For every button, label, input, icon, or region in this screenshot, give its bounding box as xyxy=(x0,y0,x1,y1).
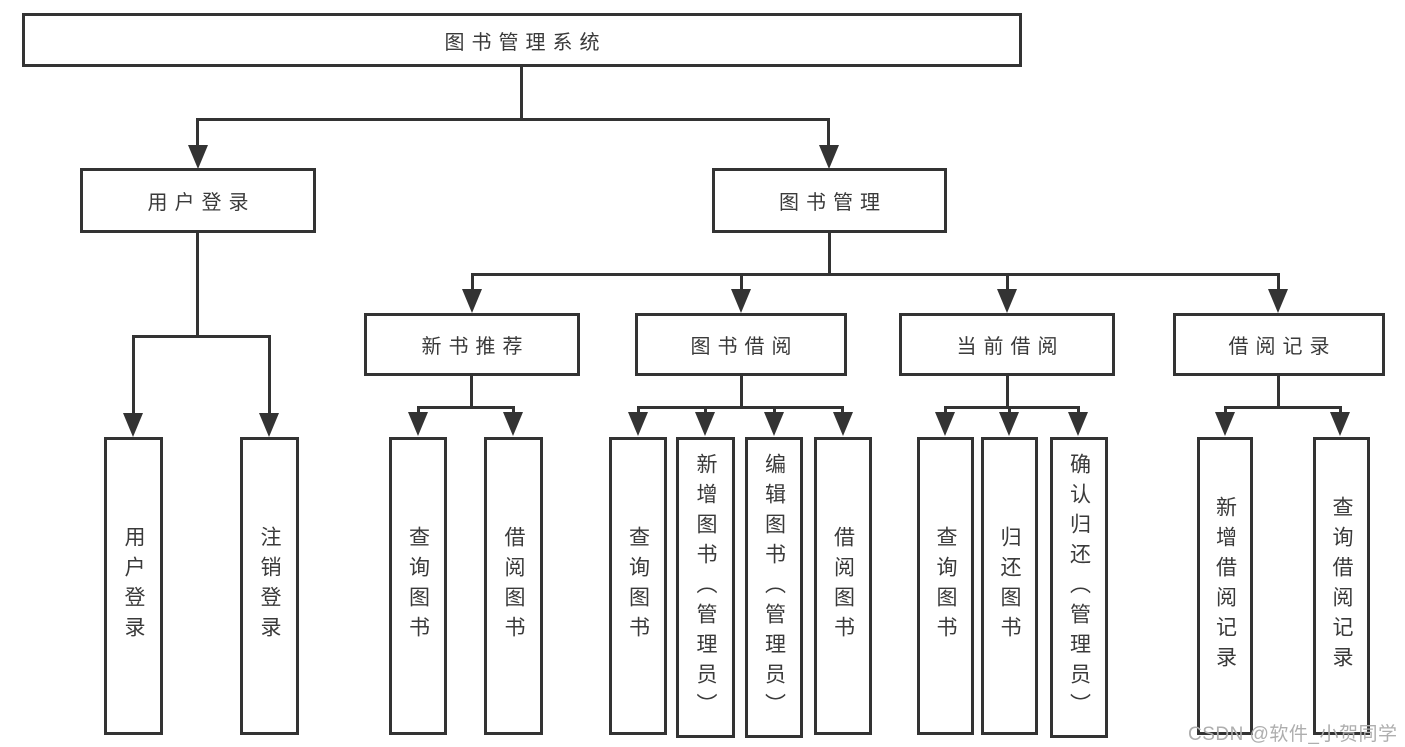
connector-root-stem xyxy=(520,67,523,118)
connector-level2-stub-right xyxy=(827,118,830,148)
connector-current-stub-1 xyxy=(944,406,947,414)
node-add-borrow-record: 新增借阅记录 xyxy=(1197,437,1253,735)
node-add-book-admin: 新增图书（管理员） xyxy=(676,437,735,738)
arrowhead-edit-book xyxy=(764,412,784,436)
node-query-borrow-record: 查询借阅记录 xyxy=(1313,437,1370,735)
node-label: 图书管理 xyxy=(779,192,887,214)
arrowhead-add-borrow-record xyxy=(1215,412,1235,436)
connector-login-stub-2 xyxy=(268,335,271,413)
node-query-books-recommend: 查询图书 xyxy=(389,437,447,735)
csdn-watermark: CSDN @软件_小贺同学 xyxy=(1188,724,1398,745)
node-borrow-books-recommend: 借阅图书 xyxy=(484,437,543,735)
arrowhead-borrowing-records xyxy=(1268,289,1288,313)
connector-records-stub-1 xyxy=(1224,406,1227,414)
node-label: 借阅记录 xyxy=(1228,336,1337,358)
connector-recommend-stub-2 xyxy=(512,406,515,414)
node-label: 查询借阅记录 xyxy=(1330,496,1353,676)
node-new-book-recommendation: 新书推荐 xyxy=(364,313,580,376)
node-book-borrowing: 图书借阅 xyxy=(635,313,847,376)
arrowhead-query-borrow-record xyxy=(1330,412,1350,436)
node-label: 新书推荐 xyxy=(421,336,530,358)
arrowhead-return-book xyxy=(999,412,1019,436)
connector-level3-branch xyxy=(471,273,1279,276)
node-label: 新增图书（管理员） xyxy=(694,452,717,723)
node-label: 确认归还（管理员） xyxy=(1067,452,1091,723)
node-borrowing-records: 借阅记录 xyxy=(1173,313,1385,376)
node-label: 归还图书 xyxy=(998,526,1021,646)
node-book-management: 图书管理 xyxy=(712,168,947,233)
connector-current-stub-3 xyxy=(1077,406,1080,414)
connector-records-branch xyxy=(1224,406,1341,409)
arrowhead-query-books-2 xyxy=(628,412,648,436)
arrowhead-borrow-books-2 xyxy=(833,412,853,436)
connector-login-branch xyxy=(132,335,271,338)
arrowhead-logout-leaf xyxy=(259,413,279,437)
arrowhead-book-management xyxy=(819,145,839,169)
node-query-books-current: 查询图书 xyxy=(917,437,974,735)
connector-recommend-branch xyxy=(417,406,514,409)
connector-borrow-branch xyxy=(637,406,844,409)
connector-borrow-stub-2 xyxy=(704,406,707,414)
connector-level3-stub-2 xyxy=(740,273,743,291)
connector-login-stub-1 xyxy=(132,335,135,413)
connector-recommend-stem xyxy=(470,376,473,406)
arrowhead-borrow-books-1 xyxy=(503,412,523,436)
node-label: 查询图书 xyxy=(626,526,650,646)
connector-current-stub-2 xyxy=(1008,406,1011,414)
arrowhead-user-login-leaf xyxy=(123,413,143,437)
arrowhead-new-book-recommendation xyxy=(462,289,482,313)
node-label: 当前借阅 xyxy=(956,336,1065,358)
node-label: 图书借阅 xyxy=(690,336,799,358)
arrowhead-confirm-return xyxy=(1068,412,1088,436)
node-label: 借阅图书 xyxy=(502,526,525,646)
connector-login-stem xyxy=(196,233,199,335)
connector-level3-stub-1 xyxy=(471,273,474,291)
connector-borrow-stub-4 xyxy=(841,406,844,414)
arrowhead-user-login xyxy=(188,145,208,169)
node-current-borrowing: 当前借阅 xyxy=(899,313,1115,376)
connector-level2-branch xyxy=(196,118,830,121)
node-label: 用户登录 xyxy=(122,526,145,646)
connector-borrow-stem xyxy=(740,376,743,406)
connector-level3-stub-3 xyxy=(1006,273,1009,291)
node-query-books-borrowing: 查询图书 xyxy=(609,437,667,735)
connector-records-stem xyxy=(1277,376,1280,406)
connector-current-stem xyxy=(1006,376,1009,406)
node-edit-book-admin: 编辑图书（管理员） xyxy=(745,437,803,738)
connector-current-branch xyxy=(944,406,1079,409)
node-label: 图书管理系统 xyxy=(444,31,607,54)
node-label: 编辑图书（管理员） xyxy=(762,452,786,723)
node-borrow-books-borrowing: 借阅图书 xyxy=(814,437,872,735)
connector-level2-stub-left xyxy=(196,118,199,148)
arrowhead-query-books-1 xyxy=(408,412,428,436)
node-logout-action: 注销登录 xyxy=(240,437,299,735)
connector-borrow-stub-1 xyxy=(637,406,640,414)
arrowhead-current-borrowing xyxy=(997,289,1017,313)
node-user-login: 用户登录 xyxy=(80,168,316,233)
arrowhead-query-books-3 xyxy=(935,412,955,436)
node-label: 新增借阅记录 xyxy=(1213,496,1237,676)
connector-recommend-stub-1 xyxy=(417,406,420,414)
node-label: 注销登录 xyxy=(258,526,281,646)
node-label: 查询图书 xyxy=(406,526,430,646)
node-return-book: 归还图书 xyxy=(981,437,1038,735)
node-label: 用户登录 xyxy=(147,192,256,214)
connector-borrow-stub-3 xyxy=(773,406,776,414)
connector-mgmt-stem xyxy=(828,233,831,273)
connector-records-stub-2 xyxy=(1339,406,1342,414)
connector-level3-stub-4 xyxy=(1277,273,1280,291)
arrowhead-add-book xyxy=(695,412,715,436)
node-user-login-action: 用户登录 xyxy=(104,437,163,735)
arrowhead-book-borrowing xyxy=(731,289,751,313)
node-library-management-system: 图书管理系统 xyxy=(22,13,1022,67)
node-label: 借阅图书 xyxy=(831,526,855,646)
node-confirm-return-admin: 确认归还（管理员） xyxy=(1050,437,1108,738)
node-label: 查询图书 xyxy=(934,526,957,646)
